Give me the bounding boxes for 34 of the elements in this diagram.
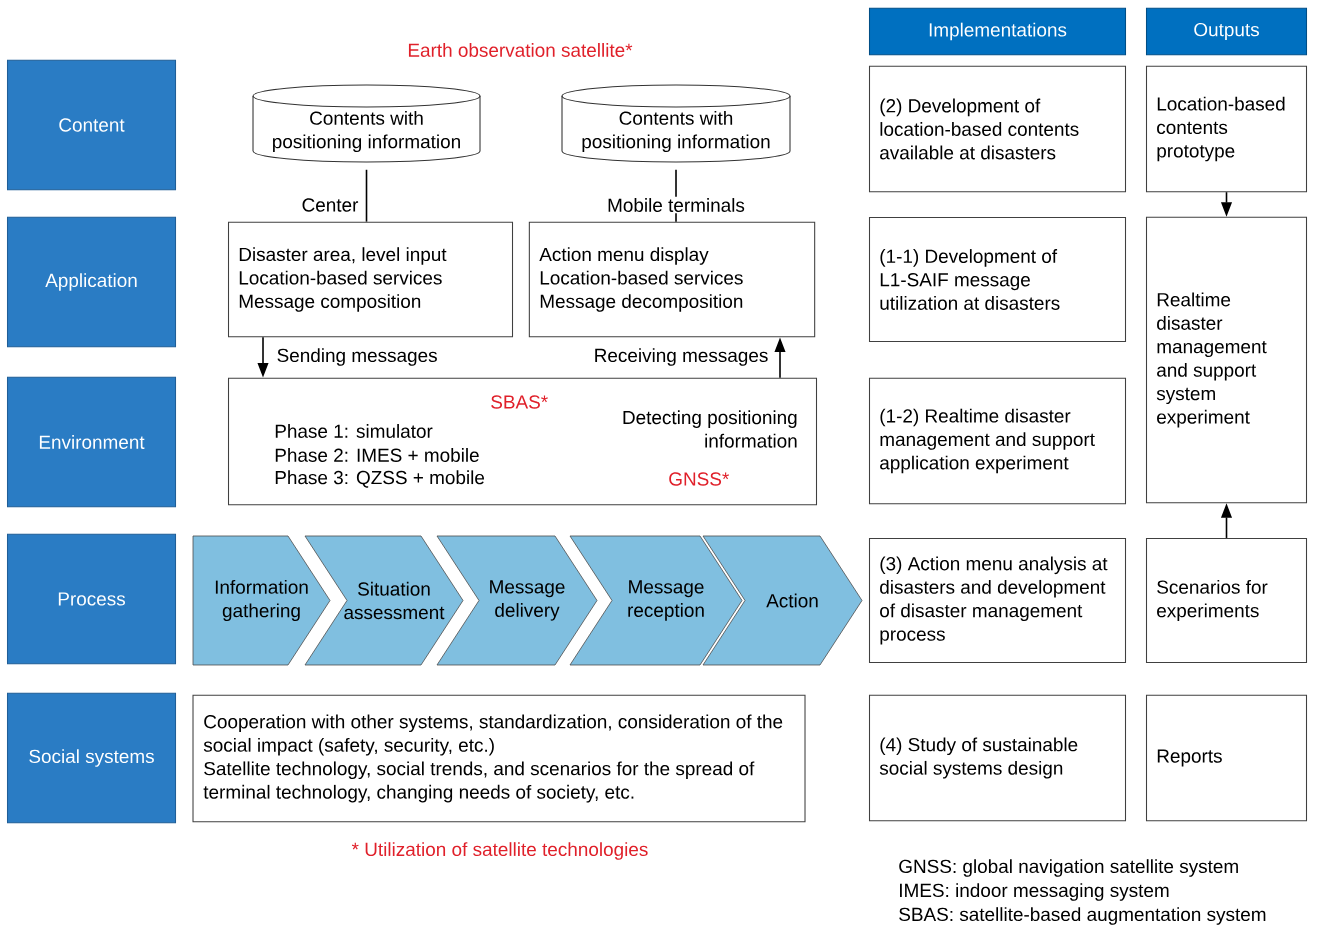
column-header-box: Implementations — [868, 7, 1127, 56]
row-header-box: Application — [6, 216, 177, 348]
text-box: Reports — [1145, 694, 1308, 822]
text-box: (1-2) Realtime disaster management and support application experiment — [868, 377, 1127, 505]
text-box: Disaster area, level input Location-based services Message composition — [227, 221, 514, 338]
database-cylinder: Contents with positioning information — [561, 84, 791, 163]
row-header-box: Environment — [6, 376, 177, 508]
row-header-box: Content — [6, 59, 177, 191]
title-text: Earth observation satellite* — [408, 43, 633, 57]
environment-box: Phase 1: simulator Phase 2: IMES + mobile Phase 3: QZSS + mobile SBAS* Detecting positioning information GNSS* — [227, 377, 818, 506]
column-header-box: Outputs — [1145, 7, 1308, 56]
text-box: (1-1) Development of L1-SAIF message utilization at disasters — [868, 216, 1127, 343]
edge-label: Mobile terminals — [601, 196, 751, 214]
text-box: Location-based contents prototype — [1145, 65, 1308, 193]
process-step-box: Message reception — [569, 535, 743, 666]
text-box: Action menu display Location-based services Message decomposition — [528, 221, 816, 338]
text-box: Scenarios for experiments — [1145, 537, 1308, 664]
footnote-text: * Utilization of satellite technologies — [351, 842, 648, 860]
text-box: (2) Development of location-based contents available at disasters — [868, 65, 1127, 193]
row-header-box: Social systems — [6, 692, 177, 824]
text-box: (4) Study of sustainable social systems design — [868, 694, 1127, 822]
text-box: Realtime disaster management and support system experiment — [1145, 216, 1308, 504]
connector-line — [365, 168, 368, 223]
row-header-box: Process — [6, 533, 177, 665]
edge-label: Sending messages — [277, 348, 437, 366]
database-cylinder: Contents with positioning information — [252, 84, 481, 163]
process-step-box: Information gathering — [192, 535, 331, 666]
abbreviation-text: GNSS: global navigation satellite system — [899, 859, 1238, 877]
text-box: Cooperation with other systems, standardization, consideration of the social impact (safety, security, etc.) Satellite technology, social trends, and scenarios for the spread of terminal technology, changing needs of society, etc. — [192, 694, 806, 823]
abbreviation-text: SBAS: satellite-based augmentation system — [899, 907, 1266, 925]
abbreviation-text: IMES: indoor messaging system — [900, 883, 1169, 901]
edge-label: Center — [302, 198, 359, 212]
text-box: (3) Action menu analysis at disasters and development of disaster management process — [868, 537, 1127, 664]
edge-label: Receiving messages — [595, 348, 768, 366]
